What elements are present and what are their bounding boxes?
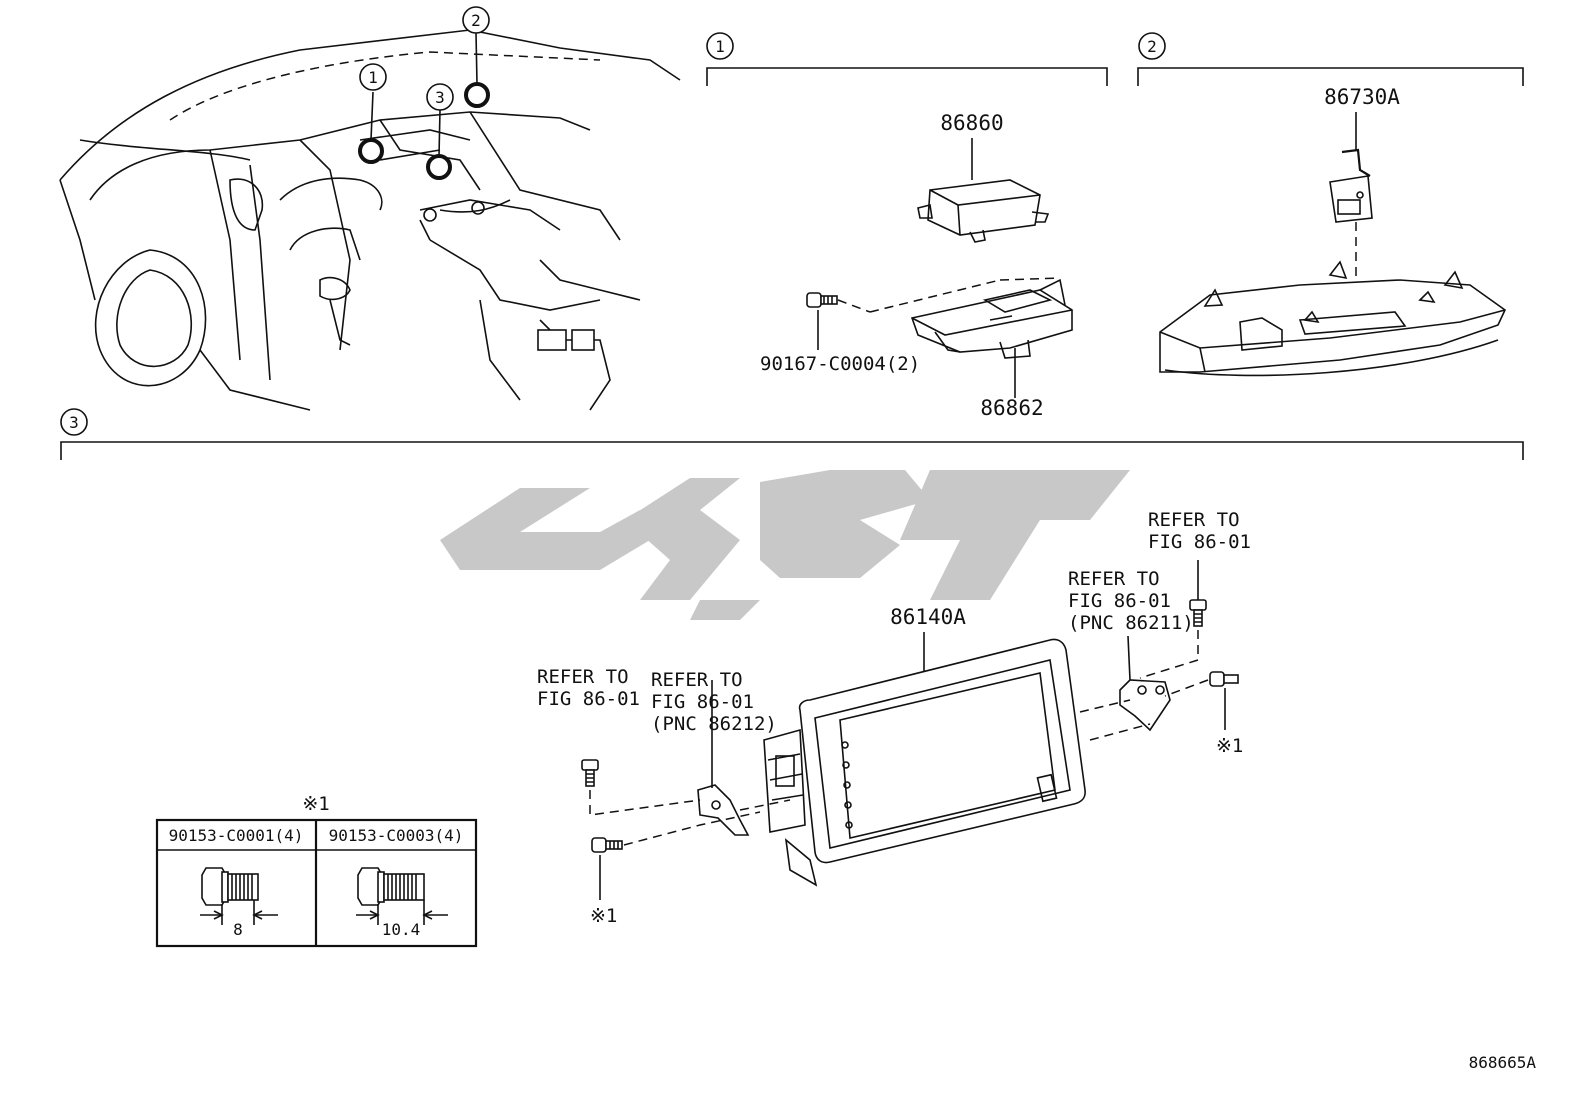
bolt-table-title: ※1	[302, 793, 329, 815]
ref-right-pnc-line3: (PNC 86211)	[1068, 612, 1194, 634]
right-mounting-bracket	[1119, 635, 1171, 732]
ref-left-line2: FIG 86-01	[537, 688, 640, 710]
callout-circle-1	[359, 63, 387, 91]
section-3: 3 86140A	[60, 408, 1524, 927]
bolt-table-col1-length: 8	[233, 920, 243, 939]
callout-label-2: 2	[471, 11, 481, 30]
figure-id: 868665A	[1469, 1053, 1537, 1072]
bolt-left-top	[581, 759, 599, 787]
ref-left-pnc-line2: FIG 86-01	[651, 691, 754, 713]
note-mark-left: ※1	[590, 905, 617, 927]
location-marker-2	[464, 82, 490, 108]
section-2: 2 86730A	[1137, 32, 1524, 377]
section-1-callout	[706, 32, 734, 60]
section-2-bracket-line	[1137, 67, 1524, 86]
part-number-86140A: 86140A	[890, 605, 966, 629]
callout-circle-3	[426, 83, 454, 111]
overhead-sensor-module	[1329, 148, 1373, 223]
bolt-left-lower	[591, 837, 623, 853]
section-1-bracket-line	[706, 67, 1108, 86]
ref-right-top-line1: REFER TO	[1148, 509, 1240, 531]
section-1: 1 86860	[706, 32, 1108, 420]
location-marker-1	[358, 138, 384, 164]
part-number-86860: 86860	[940, 111, 1003, 135]
part-number-86862: 86862	[980, 396, 1043, 420]
ref-left-pnc-line3: (PNC 86212)	[651, 713, 777, 735]
display-unit	[763, 638, 1086, 887]
ref-right-pnc-line1: REFER TO	[1068, 568, 1160, 590]
callout-label-3: 3	[435, 88, 445, 107]
section-3-bracket-line	[60, 441, 1524, 460]
bolt-table-col2-part: 90153-C0003(4)	[329, 826, 464, 845]
ref-left-pnc-line1: REFER TO	[651, 669, 743, 691]
section-3-label: 3	[69, 413, 79, 432]
section-1-label: 1	[715, 37, 725, 56]
airbag-sensor-bracket	[910, 278, 1073, 359]
note-mark-right: ※1	[1216, 735, 1243, 757]
section-3-callout	[60, 408, 88, 436]
callout-circle-2	[462, 6, 490, 34]
ref-right-top-line2: FIG 86-01	[1148, 531, 1251, 553]
watermark-logo	[440, 470, 1130, 620]
section-2-label: 2	[1147, 37, 1157, 56]
part-number-86730A: 86730A	[1324, 85, 1400, 109]
bolt-90167	[806, 292, 838, 308]
overhead-console	[1159, 260, 1507, 377]
location-marker-3	[426, 154, 452, 180]
ref-left-line1: REFER TO	[537, 666, 629, 688]
bolt-right-side	[1209, 671, 1239, 687]
bolt-table-col1-bolt	[200, 867, 278, 925]
ref-right-pnc-line2: FIG 86-01	[1068, 590, 1171, 612]
section-2-callout	[1138, 32, 1166, 60]
airbag-sensor	[917, 179, 1050, 243]
bolt-table-col2-bolt	[356, 867, 448, 925]
bolt-table: ※1 90153-C0001(4) 90153-C0003(4) 8 10.4	[155, 793, 478, 948]
callout-label-1: 1	[368, 68, 378, 87]
vehicle-interior-overview: 1 2 3	[59, 6, 681, 411]
bolt-table-col2-length: 10.4	[382, 920, 421, 939]
bolt-table-col1-part: 90153-C0001(4)	[169, 826, 304, 845]
left-mounting-bracket	[697, 680, 750, 836]
part-number-90167: 90167-C0004(2)	[760, 353, 920, 375]
